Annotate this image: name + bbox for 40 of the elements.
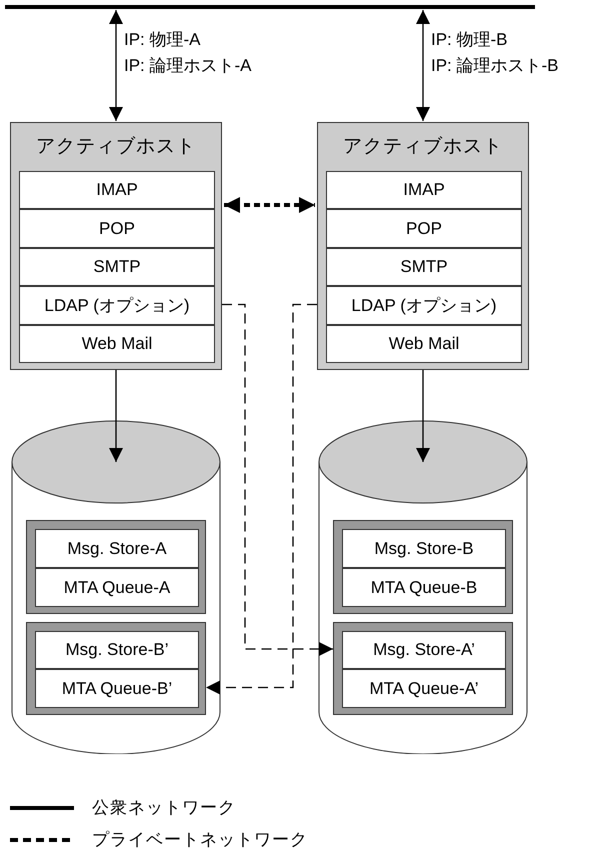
service-row: POP <box>326 209 522 248</box>
service-row: SMTP <box>19 248 215 286</box>
network-bar <box>5 5 535 9</box>
store-group <box>333 520 513 614</box>
arrow <box>416 370 430 462</box>
service-row: MTA Queue-B <box>342 568 506 607</box>
store-group <box>26 520 206 614</box>
arrow <box>206 304 317 694</box>
arrow <box>222 304 333 656</box>
store-group <box>333 622 513 715</box>
service-row: IMAP <box>326 171 522 209</box>
service-row: IMAP <box>19 171 215 209</box>
service-row: LDAP (オプション) <box>19 286 215 325</box>
ip-address-label: IP: 論理ホスト-A <box>124 55 252 76</box>
service-row: Msg. Store-B <box>342 529 506 568</box>
service-row: Web Mail <box>326 325 522 363</box>
ip-address-label: IP: 物理-B <box>431 29 508 50</box>
ip-address-label: IP: 物理-A <box>124 29 201 50</box>
host-title: アクティブホスト <box>35 135 197 159</box>
arrow <box>224 197 315 213</box>
service-row: Msg. Store-A’ <box>342 631 506 669</box>
service-row: Web Mail <box>19 325 215 363</box>
service-row: MTA Queue-A <box>35 568 199 607</box>
service-row: SMTP <box>326 248 522 286</box>
service-row: MTA Queue-A’ <box>342 669 506 708</box>
arrow <box>416 10 430 121</box>
host-title: アクティブホスト <box>342 135 504 159</box>
service-row: Msg. Store-B’ <box>35 631 199 669</box>
legend-label: プライベートネットワーク <box>92 829 308 852</box>
store-group <box>26 622 206 715</box>
arrow <box>109 370 123 462</box>
arrow <box>109 10 123 121</box>
host-box <box>317 122 529 370</box>
legend-label: 公衆ネットワーク <box>92 797 236 820</box>
service-row: Msg. Store-A <box>35 529 199 568</box>
service-row: POP <box>19 209 215 248</box>
service-row: LDAP (オプション) <box>326 286 522 325</box>
ip-address-label: IP: 論理ホスト-B <box>431 55 559 76</box>
service-row: MTA Queue-B’ <box>35 669 199 708</box>
host-box <box>10 122 222 370</box>
